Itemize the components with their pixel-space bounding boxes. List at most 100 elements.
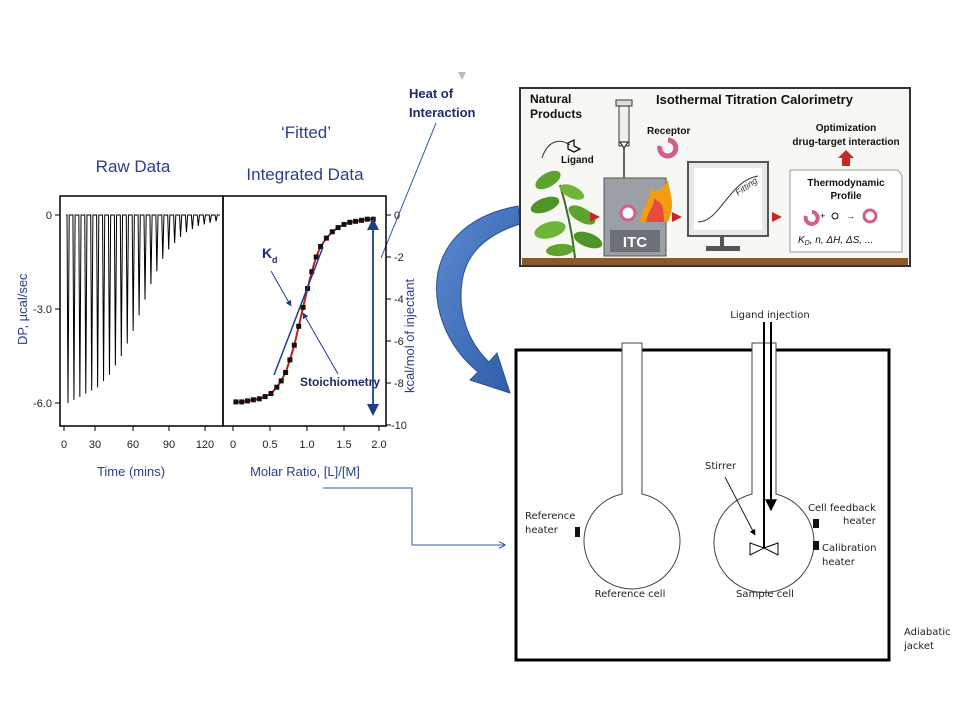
bench-surface bbox=[522, 258, 908, 265]
itc-illustration-panel: Natural Products Isothermal Titration Ca… bbox=[519, 87, 911, 267]
kd-subscript: d bbox=[272, 255, 278, 265]
receptor-small-icon bbox=[803, 210, 820, 226]
calibration-label-2: heater bbox=[822, 557, 856, 568]
integrated-data-point bbox=[309, 269, 315, 275]
feedback-label-2: heater bbox=[843, 516, 877, 527]
sample-cell-icon bbox=[619, 204, 637, 222]
heat-range-arrow-up bbox=[367, 218, 379, 230]
ligand-label: Ligand bbox=[561, 155, 594, 166]
sample-cell-label: Sample cell bbox=[736, 589, 794, 600]
reference-cell-label: Reference cell bbox=[595, 589, 666, 600]
natural-label-2: Products bbox=[530, 107, 582, 121]
raw-x-tick-4: 120 bbox=[196, 439, 214, 451]
heat-label-leader bbox=[380, 122, 437, 259]
int-x-tick-2: 1.0 bbox=[299, 439, 314, 451]
integrated-data-point bbox=[239, 399, 245, 405]
integrated-data-point bbox=[278, 378, 284, 384]
jacket-label-1: Adiabatic bbox=[904, 627, 951, 638]
stirrer-label: Stirrer bbox=[705, 461, 737, 472]
integrated-data-point bbox=[245, 398, 251, 404]
params-k: K bbox=[798, 235, 806, 246]
integrated-plot-frame bbox=[222, 195, 387, 427]
integrated-x-axis-label: Molar Ratio, [L]/[M] bbox=[250, 464, 360, 479]
ligand-small-icon bbox=[831, 212, 839, 220]
raw-y-tick-1: -3.0 bbox=[33, 304, 52, 316]
illustration-title: Isothermal Titration Calorimetry bbox=[656, 92, 854, 107]
raw-x-tick-1: 30 bbox=[89, 439, 101, 451]
raw-x-ticks: 0 30 60 90 120 bbox=[61, 426, 214, 451]
plot-to-schematic-arrow bbox=[323, 487, 505, 545]
integrated-data-point bbox=[233, 399, 239, 405]
int-x-tick-1: 0.5 bbox=[262, 439, 277, 451]
itc-plot: Raw Data ‘Fitted’ Integrated Data Heat o… bbox=[15, 72, 476, 479]
int-y-tick-4: -8 bbox=[394, 378, 404, 390]
reference-heater-label-2: heater bbox=[525, 525, 559, 536]
raw-x-tick-3: 90 bbox=[163, 439, 175, 451]
jacket-label-2: jacket bbox=[903, 641, 934, 652]
integrated-data-point bbox=[341, 221, 347, 227]
ligand-hexagon-icon bbox=[567, 138, 582, 153]
thermo-profile-card bbox=[789, 169, 903, 253]
params-rest: , n, ΔH, ΔS, ... bbox=[810, 235, 873, 246]
thermo-label-1: Thermodynamic bbox=[807, 178, 885, 189]
plant-icon bbox=[530, 170, 603, 259]
kd-tangent-line bbox=[273, 246, 324, 376]
optimization-label-1: Optimization bbox=[816, 123, 877, 134]
calibration-heater-block bbox=[813, 541, 819, 550]
red-arrow-2 bbox=[672, 212, 682, 222]
itc-label: ITC bbox=[623, 234, 647, 251]
heat-label-line1: Heat of bbox=[409, 86, 454, 101]
receptor-icon bbox=[657, 137, 679, 159]
reference-heater-label-1: Reference bbox=[525, 511, 575, 522]
integrated-data-point bbox=[335, 225, 341, 231]
feedback-label-1: Cell feedback bbox=[808, 503, 876, 514]
int-y-tick-5: -10 bbox=[391, 420, 407, 432]
integrated-data-point bbox=[274, 384, 280, 390]
raw-y-ticks: 0 -3.0 -6.0 bbox=[33, 210, 60, 410]
raw-x-tick-2: 60 bbox=[127, 439, 139, 451]
int-x-tick-4: 2.0 bbox=[371, 439, 386, 451]
curved-flow-arrow bbox=[436, 205, 521, 394]
raw-x-axis-label: Time (mins) bbox=[97, 464, 165, 479]
complex-icon bbox=[862, 208, 878, 224]
integrated-data-point bbox=[262, 394, 268, 400]
raw-y-axis-label: DP, µcal/sec bbox=[15, 273, 30, 345]
integrated-data-title: Integrated Data bbox=[246, 165, 364, 184]
integrated-y-axis-label: kcal/mol of injectant bbox=[402, 278, 417, 393]
thermo-label-2: Profile bbox=[830, 191, 862, 202]
ligand-injection-label: Ligand injection bbox=[730, 310, 809, 321]
integrated-x-ticks: 0 0.5 1.0 1.5 2.0 bbox=[230, 426, 387, 451]
raw-x-tick-0: 0 bbox=[61, 439, 67, 451]
corner-mark-icon bbox=[458, 72, 466, 80]
adiabatic-jacket-box bbox=[514, 348, 891, 662]
integrated-data-point bbox=[318, 244, 324, 249]
int-y-tick-3: -6 bbox=[394, 336, 404, 348]
integrated-data-point bbox=[287, 357, 293, 363]
integrated-data-point bbox=[296, 323, 302, 329]
integrated-data-point bbox=[300, 304, 306, 310]
natural-label-1: Natural bbox=[530, 92, 571, 106]
reference-cell bbox=[583, 342, 681, 590]
calibration-label-1: Calibration bbox=[822, 543, 876, 554]
feedback-heater-block bbox=[813, 519, 819, 528]
integrated-y-ticks: 0 -2 -4 -6 -8 -10 bbox=[386, 210, 407, 432]
fitted-title: ‘Fitted’ bbox=[281, 123, 331, 142]
integrated-data-point bbox=[313, 254, 319, 260]
params-label: KD, n, ΔH, ΔS, ... bbox=[798, 235, 873, 247]
params-sub: D bbox=[805, 240, 810, 247]
int-y-tick-1: -2 bbox=[394, 252, 404, 264]
integrated-data-point bbox=[268, 391, 274, 396]
integrated-data-point bbox=[291, 342, 297, 348]
plus-sign: + bbox=[820, 211, 825, 221]
raw-y-tick-2: -6.0 bbox=[33, 398, 52, 410]
arrow-sign: → bbox=[846, 211, 855, 221]
itc-label-box bbox=[610, 230, 660, 252]
raw-spike-series bbox=[66, 214, 220, 404]
stoichiometry-label: Stoichiometry bbox=[300, 375, 380, 389]
flame-inner-icon bbox=[646, 198, 664, 222]
heat-range-arrow-down bbox=[367, 404, 379, 416]
receptor-label: Receptor bbox=[647, 126, 690, 137]
integrated-data-point bbox=[359, 217, 364, 223]
calorimeter-schematic: Ligand injection Reference heater Refere… bbox=[514, 310, 951, 662]
